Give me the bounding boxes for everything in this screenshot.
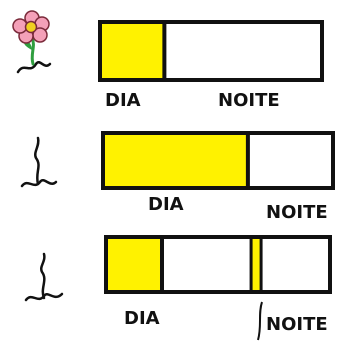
night-label: NOITE xyxy=(266,314,328,335)
flowering-plant-icon xyxy=(13,11,50,72)
night-label: NOITE xyxy=(266,202,328,223)
day-label: DIA xyxy=(105,90,141,111)
interruption-pointer xyxy=(258,302,262,340)
photoperiod-bar-long-day xyxy=(103,133,333,188)
night-label: NOITE xyxy=(218,90,280,111)
day-period xyxy=(103,133,248,188)
plant-no-flower-icon xyxy=(26,254,62,300)
day-period xyxy=(106,237,162,292)
photoperiod-bar-interrupted-night xyxy=(106,237,330,292)
day-label: DIA xyxy=(124,308,160,329)
photoperiod-bar-flowering xyxy=(100,22,322,80)
plant-no-flower-icon xyxy=(22,138,56,186)
day-period xyxy=(100,22,164,80)
day-label: DIA xyxy=(148,194,184,215)
